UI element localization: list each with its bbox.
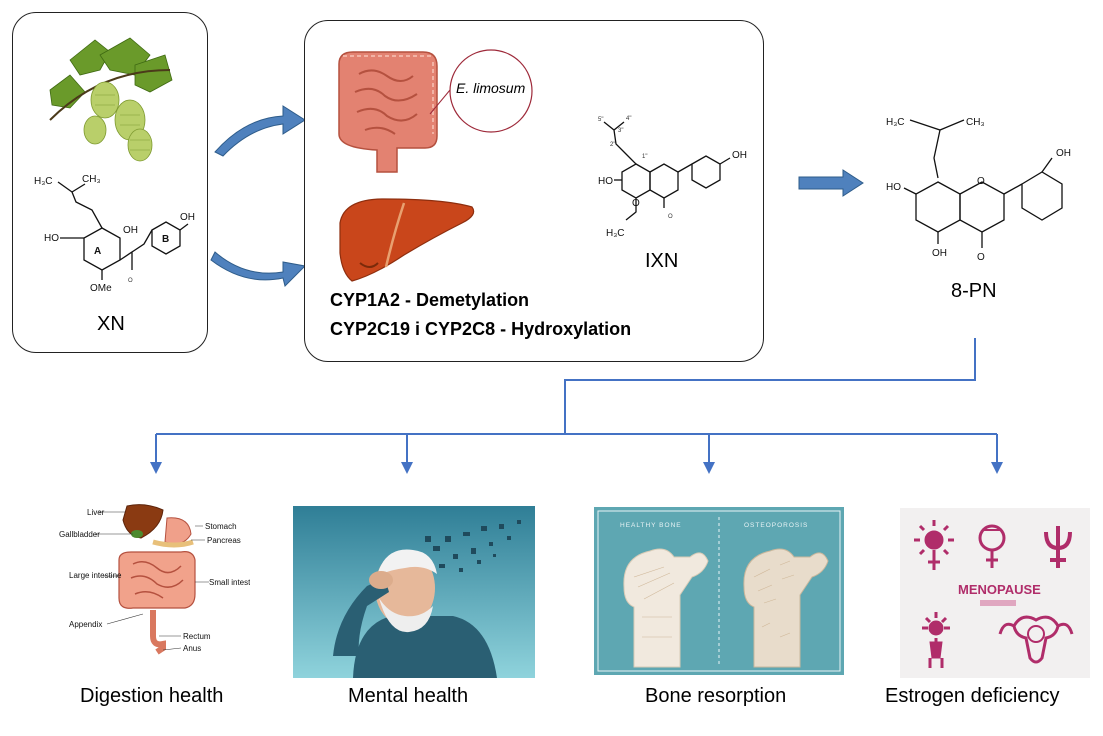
estrogen-deficiency-label: Estrogen deficiency (885, 685, 1060, 707)
8pn-h3c-label: H₃C (886, 117, 905, 128)
digestion-large-intestine: Large intestine (69, 571, 122, 580)
bone-resorption-label: Bone resorption (645, 685, 787, 707)
svg-text:4": 4" (626, 116, 631, 122)
connector-line (429, 89, 451, 115)
menopause-title: MENOPAUSE (958, 582, 1041, 597)
ixn-structure: 5" 4" 3" 2" 1" OH HO O H₃C O (598, 116, 747, 239)
digestion-pancreas: Pancreas (207, 536, 241, 545)
xn-structure: H₃C CH₃ A HO OH OMe O B OH (34, 174, 195, 294)
ixn-ho-label: HO (598, 176, 613, 187)
bone-osteoporosis-label: OSTEOPOROSIS (744, 522, 808, 529)
ixn-o-label: O (632, 198, 640, 209)
digestion-rectum: Rectum (183, 632, 211, 641)
e-limosum-label: E. limosum (456, 80, 526, 96)
8pn-ring-o-label: O (977, 176, 985, 187)
8pn-label: 8-PN (951, 280, 997, 302)
xn-oh-mid-label: OH (123, 225, 138, 236)
svg-text:2": 2" (610, 142, 615, 148)
metabolism-to-8pn-arrow (798, 169, 864, 197)
svg-text:O: O (128, 278, 133, 284)
8pn-ho-label: HO (886, 182, 901, 193)
xn-ch3-label: CH₃ (82, 174, 101, 185)
hops-plant-image (49, 37, 173, 162)
ixn-label: IXN (645, 250, 679, 272)
8pn-oh-bottom-label: OH (932, 248, 947, 259)
digestion-stomach: Stomach (205, 522, 237, 531)
digestion-appendix: Appendix (69, 620, 102, 629)
svg-text:3": 3" (618, 128, 623, 134)
ixn-h3c-label: H₃C (606, 228, 625, 239)
distribution-lines (150, 338, 1003, 474)
e-limosum-circle (449, 49, 533, 133)
8pn-oh-top-label: OH (1056, 148, 1071, 159)
8pn-structure: H₃C CH₃ HO OH O O OH (886, 117, 1071, 263)
intestine-icon (338, 51, 438, 173)
xn-ho-label: HO (44, 233, 59, 244)
digestive-system-image: Liver Gallbladder Stomach Pancreas Large… (59, 504, 250, 655)
8pn-keto-o-label: O (977, 252, 985, 263)
bone-healthy-label: HEALTHY BONE (620, 522, 682, 529)
digestion-liver: Liver (87, 508, 105, 517)
liver-icon (339, 198, 475, 282)
xn-h3c-label: H₃C (34, 176, 53, 187)
bone-resorption-image: HEALTHY BONE OSTEOPOROSIS (594, 507, 844, 675)
cyp-line-2: CYP2C19 i CYP2C8 - Hydroxylation (330, 319, 632, 339)
xn-oh-top-label: OH (180, 212, 195, 223)
mental-health-label: Mental health (348, 685, 469, 707)
xn-ome-label: OMe (90, 283, 112, 294)
svg-text:1": 1" (642, 154, 647, 160)
svg-text:5": 5" (598, 117, 603, 123)
cyp-line-1: CYP1A2 - Demetylation (330, 290, 530, 310)
xn-to-metabolism-arrows (210, 105, 307, 287)
mental-health-image (293, 506, 535, 678)
digestion-small-intestine: Small intestine (209, 578, 250, 587)
digestion-anus: Anus (183, 644, 201, 653)
digestion-gallbladder: Gallbladder (59, 530, 100, 539)
digestion-health-label: Digestion health (80, 685, 224, 707)
ixn-oh-label: OH (732, 150, 747, 161)
xn-label: XN (97, 313, 125, 335)
8pn-ch3-label: CH₃ (966, 117, 985, 128)
svg-text:O: O (668, 214, 673, 220)
ring-a-label: A (94, 246, 101, 257)
estrogen-deficiency-image: MENOPAUSE (900, 508, 1090, 678)
ring-b-label: B (162, 234, 169, 245)
